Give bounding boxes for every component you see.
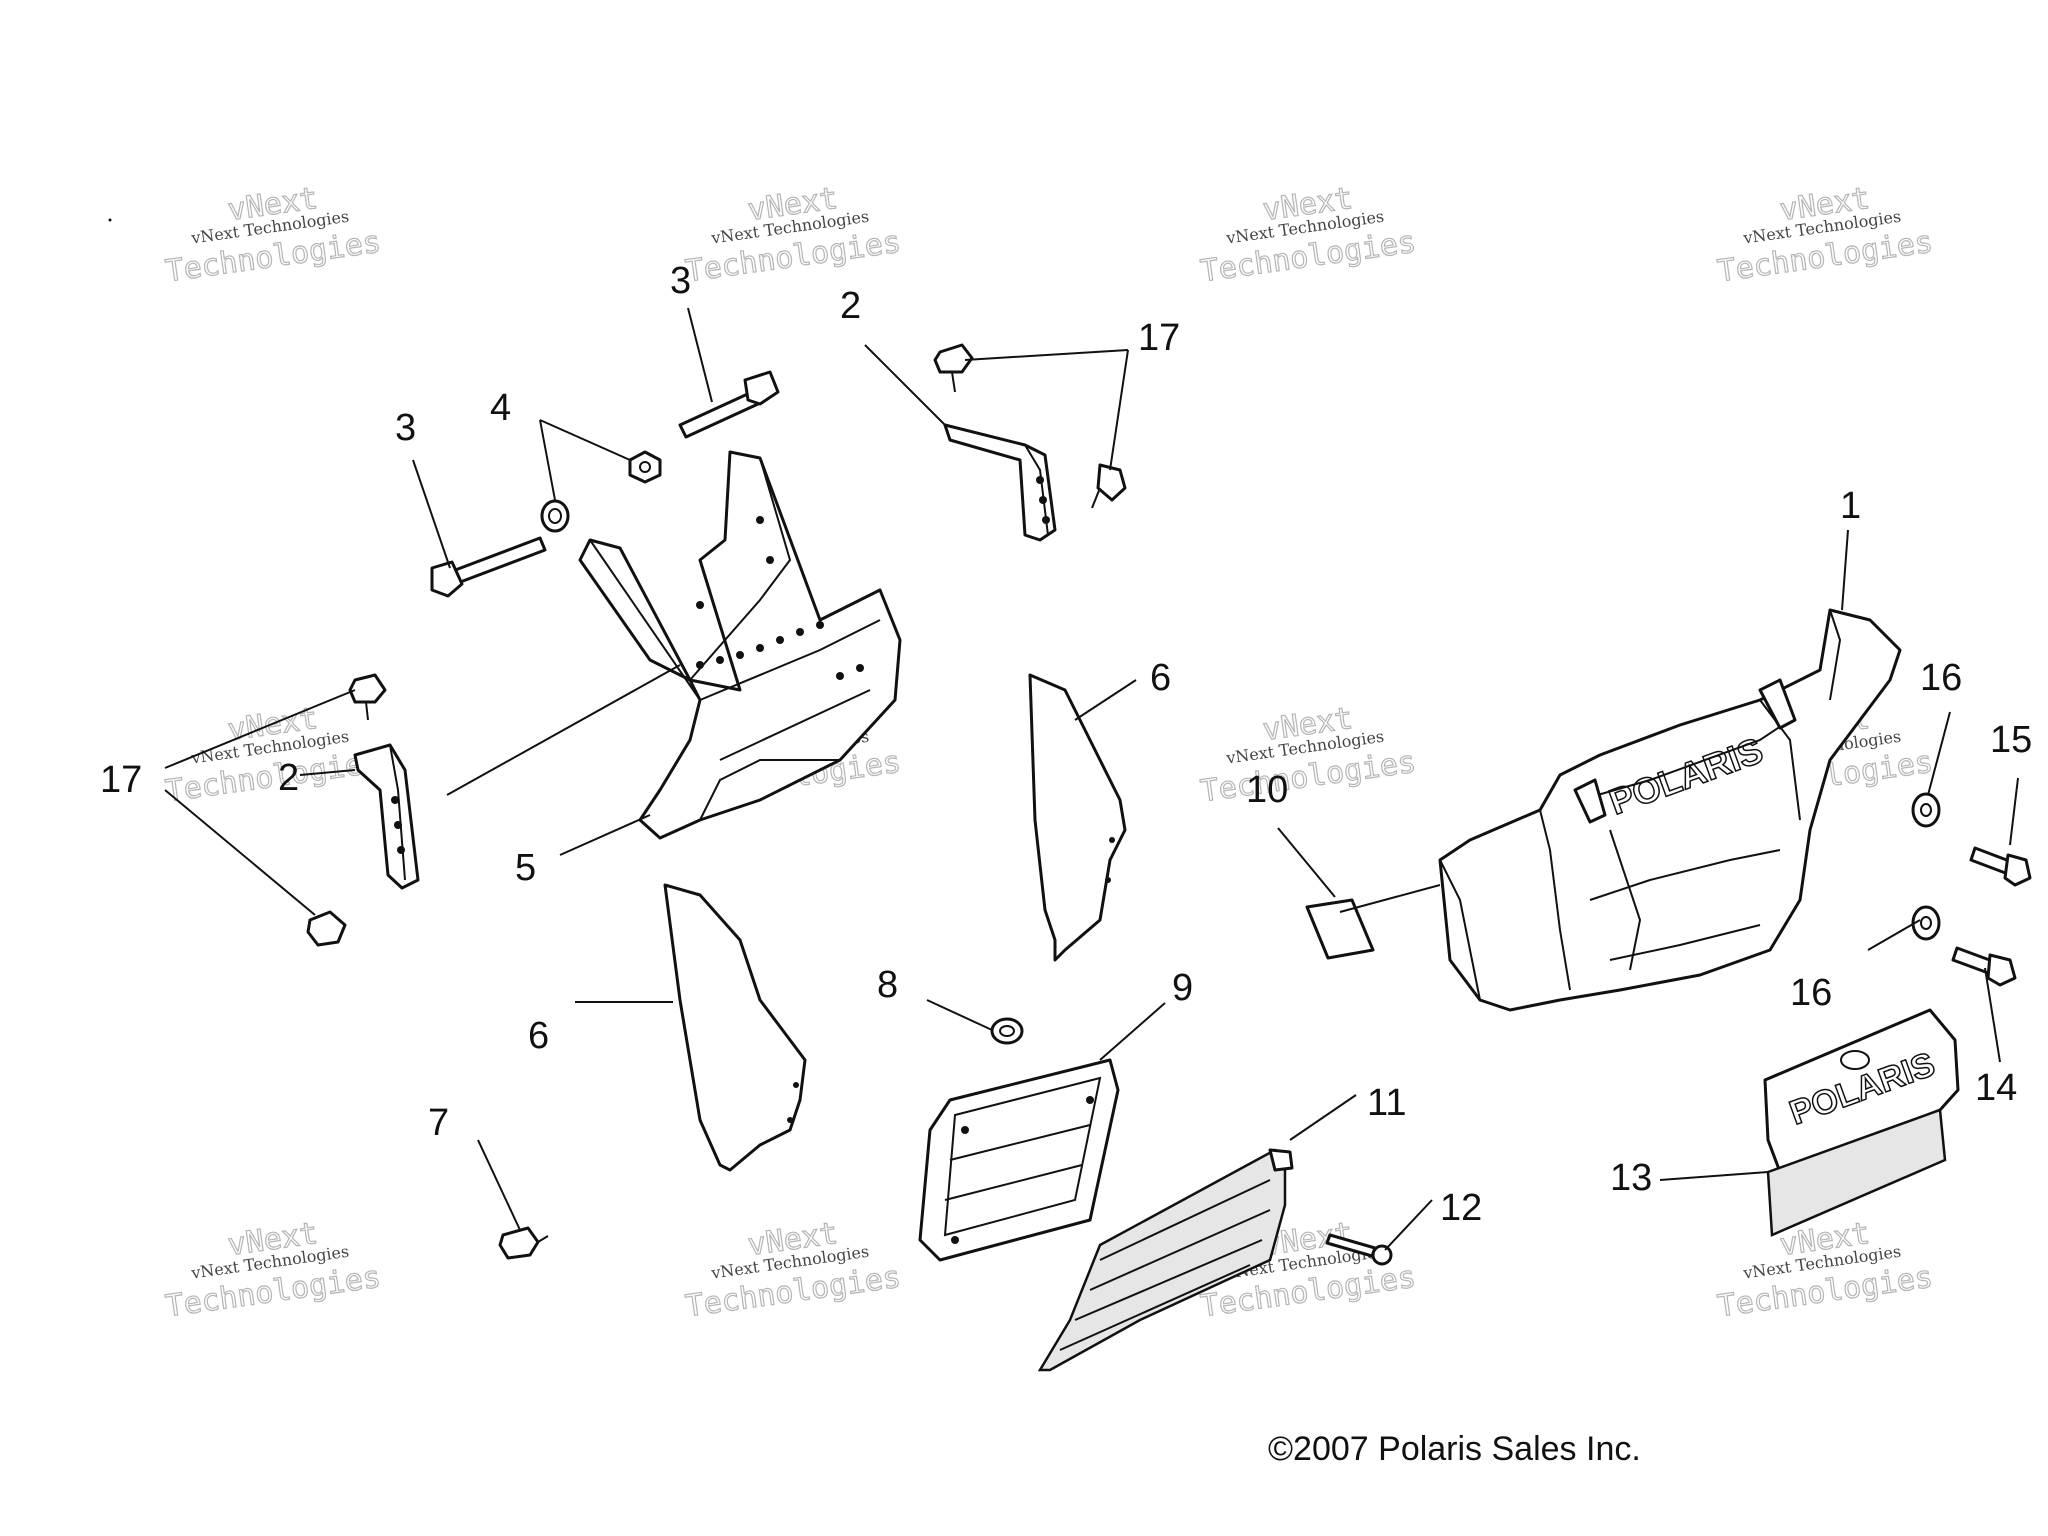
logo-plate-part-13: POLARIS [1763, 1008, 1960, 1237]
bolt-part-15 [1969, 846, 2032, 887]
callout-11: 11 [1367, 1082, 1406, 1124]
panel-part-6-lower [663, 883, 807, 1172]
callout-10: 10 [1246, 769, 1288, 811]
callout-14: 14 [1975, 1067, 2017, 1109]
watermark: vNext vNext Technologies Technologies [163, 180, 384, 290]
watermark: vNext vNext Technologies Technologies [163, 1215, 384, 1325]
rivet-part-17-b [1091, 463, 1127, 509]
watermark: vNext vNext Technologies Technologies [163, 700, 384, 810]
bracket-part-2-lower [353, 743, 420, 890]
watermark: vNext vNext Technologies Technologies [1715, 180, 1936, 290]
bolt-part-3-upper [678, 370, 780, 439]
rivet-part-17-a [933, 343, 974, 393]
rivet-part-17-c [348, 673, 387, 721]
callout-9: 9 [1172, 967, 1193, 1009]
bumper-cover-part-1: POLARIS [1438, 608, 1902, 1012]
decal-part-10 [1305, 898, 1375, 960]
callout-12: 12 [1440, 1187, 1482, 1229]
callout-3-upper: 3 [670, 260, 691, 302]
nut-part-4-lower [540, 499, 570, 533]
callout-3-lower: 3 [395, 407, 416, 449]
callout-5: 5 [515, 847, 536, 889]
callout-2-lower: 2 [278, 757, 299, 799]
leader-lines [164, 307, 2019, 1251]
watermark: vNext vNext Technologies Technologies [683, 180, 904, 290]
screw-part-12 [1325, 1233, 1393, 1266]
callout-16-upper: 16 [1920, 657, 1962, 699]
watermarks: vNext vNext Technologies Technologies vN… [163, 180, 1936, 1325]
callout-15: 15 [1990, 719, 2032, 761]
callouts: 1 2 2 3 3 4 5 6 6 7 8 9 10 11 12 13 14 1… [100, 260, 2032, 1229]
bolt-part-14 [1951, 946, 2017, 987]
copyright-notice: ©2007 Polaris Sales Inc. [1268, 1430, 1641, 1468]
callout-6-upper: 6 [1150, 657, 1171, 699]
washer-part-16-lower [1911, 905, 1941, 941]
bumper-frame-part-5 [578, 450, 902, 840]
grommet-part-8 [990, 1017, 1024, 1045]
watermark: vNext vNext Technologies Technologies [1198, 180, 1419, 290]
callout-16-lower: 16 [1790, 972, 1832, 1014]
callout-13: 13 [1610, 1157, 1652, 1199]
callout-17-upper: 17 [1138, 317, 1180, 359]
watermark: vNext vNext Technologies Technologies [1198, 700, 1419, 810]
screen-frame-part-9 [918, 1058, 1120, 1262]
bracket-part-2-upper [943, 423, 1057, 542]
watermark: vNext vNext Technologies Technologies [1715, 1215, 1936, 1325]
callout-4: 4 [490, 387, 511, 429]
corner-dot [108, 218, 112, 222]
rivet-part-7 [498, 1226, 549, 1260]
callout-2-upper: 2 [840, 285, 861, 327]
callout-1: 1 [1840, 485, 1861, 527]
callout-6-lower: 6 [528, 1015, 549, 1057]
washer-part-16-upper [1911, 792, 1941, 828]
watermark: vNext vNext Technologies Technologies [683, 1215, 904, 1325]
rivet-part-17-d [306, 910, 347, 947]
callout-17-lower: 17 [100, 759, 142, 801]
mesh-part-11 [1037, 1148, 1294, 1372]
callout-7: 7 [428, 1102, 449, 1144]
callout-8: 8 [877, 964, 898, 1006]
panel-part-6-upper [1028, 673, 1127, 962]
nut-part-4-upper [628, 450, 662, 484]
